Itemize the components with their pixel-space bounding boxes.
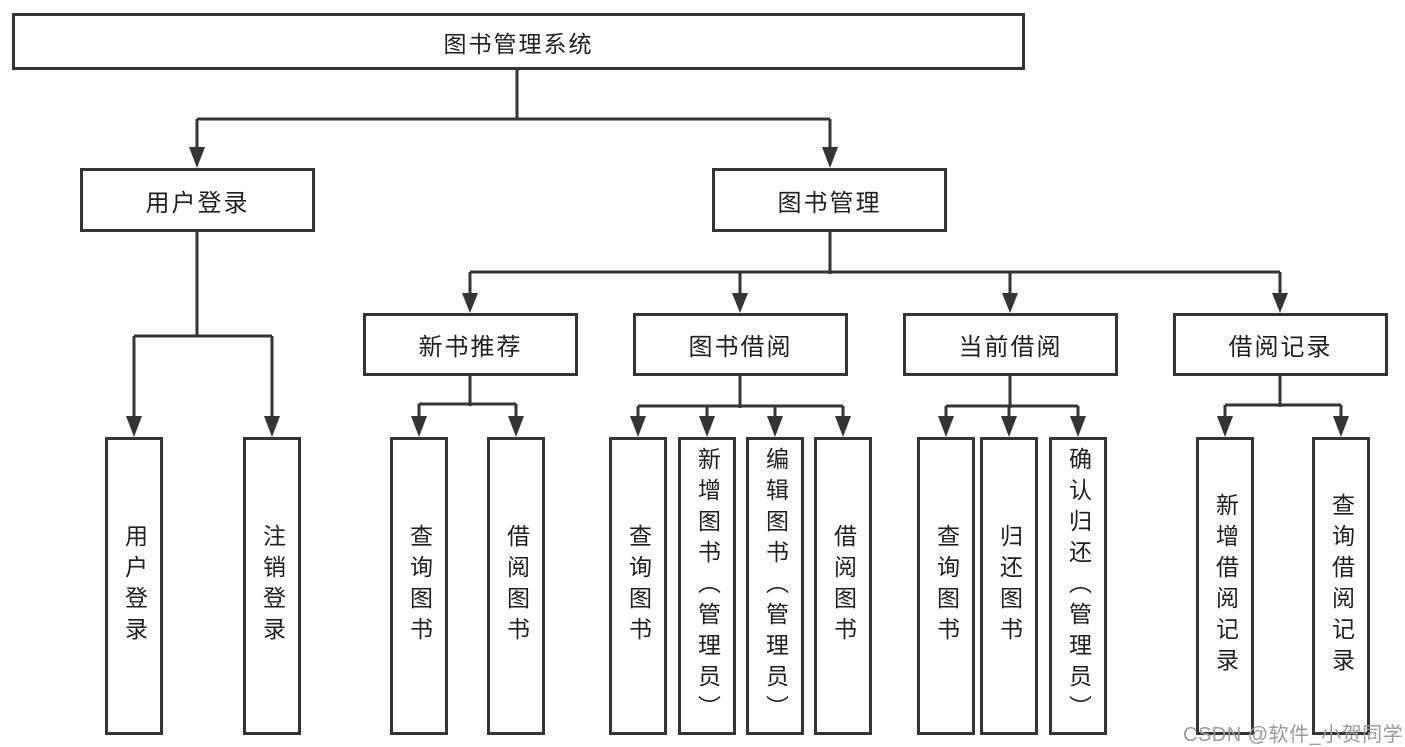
node-label: 图书借阅	[688, 334, 793, 361]
node-label: 用户登录	[121, 524, 148, 648]
node-label: 新增借阅记录	[1212, 493, 1239, 679]
node-label: 查询图书	[406, 524, 433, 648]
node-label: 用户登录	[145, 189, 250, 217]
node-leaf-logout: 注销登录	[243, 437, 301, 735]
node-label: 新增图书（管理员）	[694, 446, 721, 726]
node-leaf-add-books-admin: 新增图书（管理员）	[678, 437, 736, 735]
node-leaf-confirm-return-admin: 确认归还（管理员）	[1049, 437, 1107, 735]
node-leaf-add-borrow-record: 新增借阅记录	[1196, 437, 1254, 735]
node-leaf-search-books-borrow: 查询图书	[609, 437, 667, 735]
node-leaf-search-books-current: 查询图书	[917, 437, 975, 735]
node-leaf-borrow-books: 借阅图书	[814, 437, 872, 735]
node-label: 确认归还（管理员）	[1065, 446, 1092, 726]
node-label: 查询借阅记录	[1328, 493, 1355, 679]
node-label: 查询图书	[933, 524, 960, 648]
node-borrowing-records: 借阅记录	[1173, 313, 1388, 376]
csdn-watermark: CSDN @软件_小贺同学	[1183, 724, 1404, 746]
node-label: 编辑图书（管理员）	[762, 446, 789, 726]
node-book-management: 图书管理	[712, 168, 947, 232]
node-leaf-edit-books-admin: 编辑图书（管理员）	[746, 437, 804, 735]
connector-shafts	[132, 70, 1343, 419]
node-leaf-search-borrow-record: 查询借阅记录	[1312, 437, 1370, 735]
node-new-book-recommend: 新书推荐	[363, 313, 578, 376]
node-label: 图书管理系统	[443, 30, 594, 57]
node-current-borrowing: 当前借阅	[903, 313, 1118, 376]
node-label: 借阅记录	[1228, 334, 1333, 361]
node-user-login: 用户登录	[80, 168, 315, 232]
node-label: 归还图书	[996, 524, 1023, 648]
node-label: 图书管理	[777, 189, 882, 217]
node-library-management-system: 图书管理系统	[12, 13, 1025, 70]
node-label: 新书推荐	[418, 334, 523, 361]
node-leaf-return-books: 归还图书	[980, 437, 1038, 735]
node-leaf-search-books-recommend: 查询图书	[390, 437, 448, 735]
node-leaf-borrow-books-recommend: 借阅图书	[487, 437, 545, 735]
node-label: 当前借阅	[958, 334, 1063, 361]
node-book-borrowing: 图书借阅	[633, 313, 848, 376]
node-leaf-user-login: 用户登录	[105, 437, 163, 735]
node-label: 借阅图书	[830, 524, 857, 648]
node-label: 注销登录	[259, 524, 286, 648]
node-label: 查询图书	[625, 524, 652, 648]
node-label: 借阅图书	[503, 524, 530, 648]
